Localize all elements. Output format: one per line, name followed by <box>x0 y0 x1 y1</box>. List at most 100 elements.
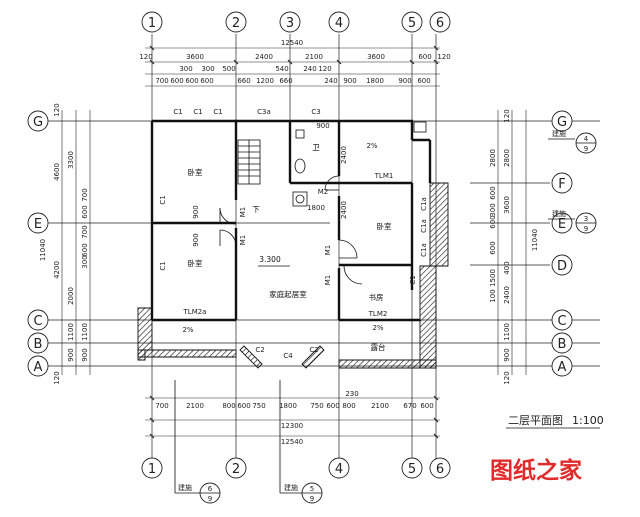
svg-text:600: 600 <box>237 402 250 410</box>
svg-text:E: E <box>558 217 566 232</box>
svg-text:C1a: C1a <box>420 197 428 211</box>
svg-text:600: 600 <box>170 77 183 85</box>
svg-text:9: 9 <box>208 495 212 503</box>
svg-text:1800: 1800 <box>307 204 325 212</box>
svg-text:900: 900 <box>343 77 356 85</box>
svg-text:700: 700 <box>155 77 168 85</box>
svg-text:900: 900 <box>67 348 75 361</box>
svg-text:3600: 3600 <box>186 53 204 61</box>
opening-codes: C1 C1 C1 C3a C3 C1 C1 C1 C1a C1a C1a C4 … <box>159 108 428 360</box>
svg-text:600: 600 <box>81 205 89 218</box>
svg-text:600: 600 <box>200 77 213 85</box>
svg-text:B: B <box>558 337 567 352</box>
svg-text:600: 600 <box>81 243 89 256</box>
svg-text:120: 120 <box>503 109 511 122</box>
left-axis-bubbles: G E C B A <box>27 110 49 377</box>
svg-text:F: F <box>558 177 565 192</box>
room-study: 书房 <box>369 292 384 302</box>
section-marker-5: 建施 5 9 <box>279 380 323 504</box>
svg-text:C3a: C3a <box>257 108 271 116</box>
svg-text:M1: M1 <box>324 245 332 256</box>
svg-text:4: 4 <box>335 462 343 477</box>
svg-text:G: G <box>33 115 43 130</box>
svg-text:M1: M1 <box>239 235 247 246</box>
svg-text:1: 1 <box>148 462 156 477</box>
svg-text:C1: C1 <box>409 275 417 284</box>
svg-text:600: 600 <box>185 77 198 85</box>
door-swings <box>219 175 363 285</box>
drawing-title-block: 二层平面图 1:100 <box>506 414 604 429</box>
floor-level: 3.300 <box>259 255 281 264</box>
section-marker-3: 建施 3 9 <box>548 209 597 234</box>
svg-text:2100: 2100 <box>371 402 389 410</box>
svg-text:C1: C1 <box>213 108 222 116</box>
svg-text:1800: 1800 <box>366 77 384 85</box>
svg-text:100: 100 <box>489 289 497 302</box>
svg-text:660: 660 <box>237 77 250 85</box>
svg-text:660: 660 <box>279 77 292 85</box>
room-bedroom-1: 卧室 <box>188 167 203 177</box>
svg-text:600: 600 <box>418 53 431 61</box>
section-marker-6: 建施 6 9 <box>174 380 221 504</box>
drawing-title: 二层平面图 <box>508 414 563 427</box>
svg-text:M1: M1 <box>239 207 247 218</box>
svg-text:750: 750 <box>310 402 323 410</box>
axis-bubble-left-B: B <box>27 332 49 354</box>
svg-text:M1: M1 <box>324 275 332 286</box>
section-marker-4: 建施 4 9 <box>548 129 597 154</box>
svg-text:12300: 12300 <box>281 422 303 430</box>
svg-text:2400: 2400 <box>255 53 273 61</box>
section-markers: 建施 4 9 建施 3 9 建施 6 9 建施 <box>174 129 597 504</box>
axis-bubble-bottom-1: 1 <box>141 457 163 479</box>
room-bedroom-2: 卧室 <box>188 258 203 268</box>
svg-text:C1: C1 <box>193 108 202 116</box>
svg-text:1100: 1100 <box>503 323 511 341</box>
svg-text:670: 670 <box>403 402 416 410</box>
staircase <box>237 139 261 185</box>
svg-text:240: 240 <box>303 65 316 73</box>
svg-text:120: 120 <box>503 371 511 384</box>
svg-text:C: C <box>33 314 42 329</box>
svg-text:120: 120 <box>437 53 450 61</box>
svg-text:2400: 2400 <box>340 201 348 219</box>
svg-text:2100: 2100 <box>305 53 323 61</box>
svg-text:600: 600 <box>489 241 497 254</box>
svg-text:120: 120 <box>139 53 152 61</box>
drawing-scale: 1:100 <box>572 414 604 427</box>
svg-text:800: 800 <box>342 402 355 410</box>
hatched-parapets <box>137 182 449 369</box>
left-dimensions: 120 4600 11040 120 3300 4200 2000 1100 9… <box>39 103 91 385</box>
svg-text:2%: 2% <box>182 326 193 334</box>
bottom-dimensions: 700 2100 800 600 750 1800 750 600 800 21… <box>145 390 440 446</box>
svg-text:TLM1: TLM1 <box>374 172 394 180</box>
svg-text:600: 600 <box>489 186 497 199</box>
axis-bubble-bottom-5: 5 <box>401 457 423 479</box>
svg-text:300: 300 <box>179 65 192 73</box>
svg-text:建施: 建施 <box>552 129 566 138</box>
room-bath: 卫 <box>312 143 320 152</box>
svg-text:4: 4 <box>584 135 589 143</box>
axis-bubble-left-A: A <box>27 355 49 377</box>
svg-text:4600: 4600 <box>53 163 61 181</box>
svg-text:C1: C1 <box>159 261 167 270</box>
svg-text:C1a: C1a <box>420 219 428 233</box>
room-terrace: 露台 <box>371 342 386 352</box>
axis-bubble-left-E: E <box>27 212 49 234</box>
top-axis-bubbles: 1 2 3 4 5 6 <box>141 11 451 33</box>
svg-text:2800: 2800 <box>503 149 511 167</box>
svg-text:B: B <box>34 337 43 352</box>
svg-text:5: 5 <box>408 462 416 477</box>
svg-text:4200: 4200 <box>53 261 61 279</box>
svg-text:A: A <box>558 360 567 375</box>
axis-bubble-bottom-4: 4 <box>328 457 350 479</box>
svg-text:4: 4 <box>335 16 343 31</box>
axis-bubble-right-E: E <box>551 212 573 234</box>
svg-text:2400: 2400 <box>503 286 511 304</box>
watermark: 图纸之家 <box>490 457 582 484</box>
room-bedroom-3: 卧室 <box>377 221 392 231</box>
svg-text:300: 300 <box>201 65 214 73</box>
axis-bubble-right-B: B <box>551 332 573 354</box>
svg-text:D: D <box>557 259 567 274</box>
axis-bubble-bottom-6: 6 <box>429 457 451 479</box>
